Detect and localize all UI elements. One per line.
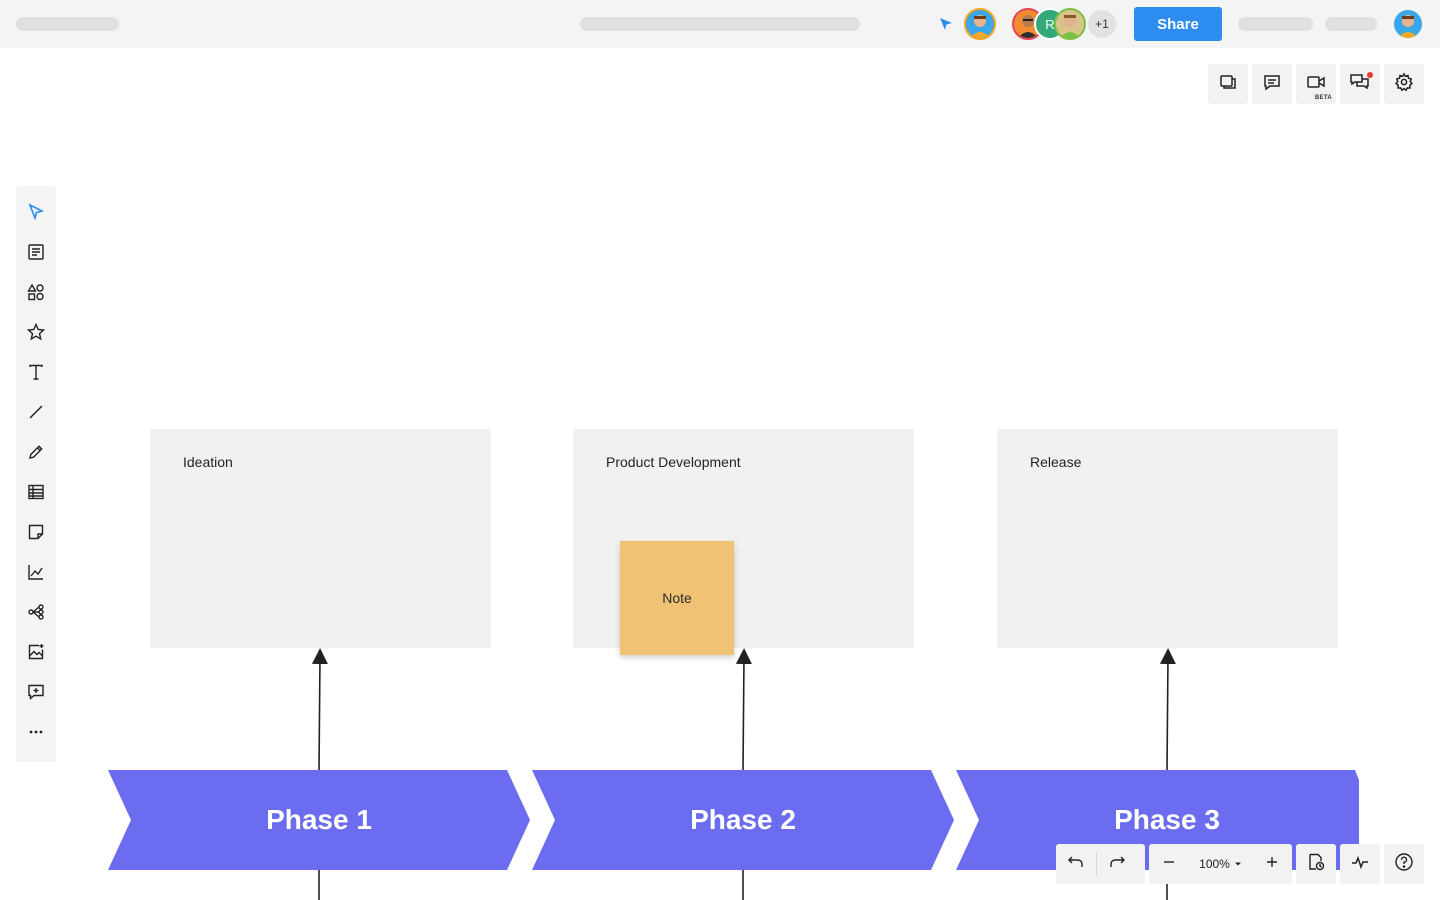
version-history-icon xyxy=(1306,852,1326,877)
video-icon xyxy=(1306,72,1326,97)
sticky-note[interactable]: Note xyxy=(620,541,734,655)
shapes-icon xyxy=(27,283,45,306)
collaborator-initial: R xyxy=(1045,16,1055,32)
minus-icon xyxy=(1162,855,1176,874)
mindmap-tool[interactable] xyxy=(24,602,48,626)
divider xyxy=(1096,852,1097,876)
version-history-button[interactable] xyxy=(1296,844,1336,884)
beta-badge: BETA xyxy=(1314,95,1332,101)
more-tools[interactable] xyxy=(24,722,48,746)
user-profile-avatar[interactable] xyxy=(1392,8,1424,40)
more-collaborators-badge[interactable]: +1 xyxy=(1086,8,1118,40)
undo-button[interactable] xyxy=(1056,844,1096,884)
mindmap-icon xyxy=(27,603,45,626)
activity-bar[interactable] xyxy=(1340,844,1380,884)
frame-title: Product Development xyxy=(606,454,741,470)
phase-label[interactable]: Phase 3 xyxy=(1114,804,1220,835)
chat-button[interactable] xyxy=(1340,64,1380,104)
zoom-in-button[interactable] xyxy=(1252,844,1292,884)
select-tool[interactable] xyxy=(24,202,48,226)
table-icon xyxy=(27,483,45,506)
pen-icon xyxy=(27,443,45,466)
connector-arrow xyxy=(735,648,752,771)
document-title-placeholder[interactable] xyxy=(580,17,860,31)
gear-icon xyxy=(1394,72,1414,97)
help-icon xyxy=(1394,852,1414,877)
menu-placeholder[interactable] xyxy=(1238,17,1313,31)
add-comment-icon xyxy=(27,683,45,706)
collaborator-avatar[interactable] xyxy=(1054,8,1086,40)
frame-ideation[interactable]: Ideation xyxy=(150,429,491,648)
template-icon xyxy=(27,243,45,266)
chat-icon xyxy=(1349,72,1371,97)
pen-tool[interactable] xyxy=(24,442,48,466)
phase-label[interactable]: Phase 2 xyxy=(690,804,796,835)
frame-title: Release xyxy=(1030,454,1082,470)
active-user-avatar[interactable] xyxy=(964,8,996,40)
menu-placeholder[interactable] xyxy=(1325,17,1377,31)
settings-button[interactable] xyxy=(1384,64,1424,104)
history-bar[interactable] xyxy=(1296,844,1336,884)
sticky-note-text: Note xyxy=(662,590,692,606)
caret-down-icon xyxy=(1234,857,1242,871)
more-collaborators-count: +1 xyxy=(1095,17,1109,31)
zoom-level-dropdown[interactable]: 100% xyxy=(1199,857,1242,871)
line-tool[interactable] xyxy=(24,402,48,426)
frame-title: Ideation xyxy=(183,454,233,470)
zoom-level: 100% xyxy=(1199,857,1230,871)
presentation-button[interactable] xyxy=(1208,64,1248,104)
zoom-out-button[interactable] xyxy=(1149,844,1189,884)
plus-icon xyxy=(1265,855,1279,874)
help-bar[interactable] xyxy=(1384,844,1424,884)
comments-button[interactable] xyxy=(1252,64,1292,104)
connector-arrow xyxy=(311,648,328,771)
undo-redo-bar xyxy=(1056,844,1145,884)
connector-arrow xyxy=(1159,648,1176,771)
more-icon xyxy=(27,723,45,746)
zoom-bar: 100% xyxy=(1149,844,1292,884)
chart-tool[interactable] xyxy=(24,562,48,586)
activity-button[interactable] xyxy=(1340,844,1380,884)
select-icon xyxy=(27,202,45,226)
left-toolbar xyxy=(16,186,56,762)
template-tool[interactable] xyxy=(24,242,48,266)
top-bar: R +1 Share xyxy=(0,0,1440,48)
undo-icon xyxy=(1067,853,1085,876)
share-button[interactable]: Share xyxy=(1134,7,1222,41)
redo-icon xyxy=(1108,853,1126,876)
presentation-icon xyxy=(1218,72,1238,97)
redo-button[interactable] xyxy=(1097,844,1137,884)
image-icon xyxy=(27,643,45,666)
line-icon xyxy=(27,403,45,426)
document-menu-placeholder[interactable] xyxy=(16,17,119,31)
shapes-tool[interactable] xyxy=(24,282,48,306)
add-comment-tool[interactable] xyxy=(24,682,48,706)
comment-icon xyxy=(1262,72,1282,97)
image-tool[interactable] xyxy=(24,642,48,666)
help-button[interactable] xyxy=(1384,844,1424,884)
text-icon xyxy=(27,363,45,386)
collaborator-cursor-icon xyxy=(938,16,954,32)
notification-dot xyxy=(1367,72,1373,78)
stickers-tool[interactable] xyxy=(24,322,48,346)
text-tool[interactable] xyxy=(24,362,48,386)
sticky-note-icon xyxy=(27,523,45,546)
chart-icon xyxy=(27,563,45,586)
frame-release[interactable]: Release xyxy=(997,429,1338,648)
activity-icon xyxy=(1350,852,1370,877)
phase-label[interactable]: Phase 1 xyxy=(266,804,372,835)
sticky-note-tool[interactable] xyxy=(24,522,48,546)
star-icon xyxy=(26,322,46,346)
video-call-button[interactable]: BETA xyxy=(1296,64,1336,104)
table-tool[interactable] xyxy=(24,482,48,506)
